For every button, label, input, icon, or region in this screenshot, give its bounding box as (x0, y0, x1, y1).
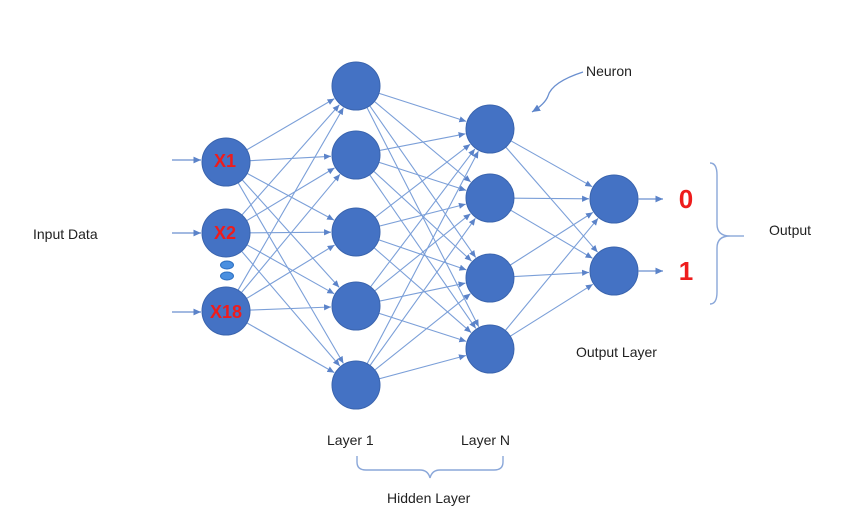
connection-edge (237, 182, 344, 364)
input-arrows (172, 156, 201, 316)
connection-edge (373, 170, 472, 262)
output-value-label: 0 (679, 184, 693, 214)
ellipsis-dot (220, 260, 234, 270)
ellipsis-dot (220, 271, 234, 281)
hidden-layer-n-neuron (465, 253, 515, 303)
connection-edge (249, 304, 332, 311)
connections (237, 92, 599, 380)
connection-edge (510, 209, 593, 259)
output-arrows (638, 195, 663, 275)
connection-edge (504, 217, 599, 331)
connection-edge (240, 173, 341, 293)
connection-edge (378, 239, 467, 271)
hidden-layer-1-neuron (331, 130, 381, 180)
layer-1-label: Layer 1 (327, 432, 374, 448)
connection-edge (378, 312, 467, 343)
input-neuron (201, 286, 251, 336)
connection-edge (369, 105, 477, 258)
input-neuron (201, 208, 251, 258)
connection-edge (369, 217, 476, 366)
connection-edge (509, 211, 594, 266)
connection-edge (505, 146, 599, 253)
connection-edge (249, 229, 332, 236)
input-node-label: X2 (214, 223, 236, 243)
connection-edge (374, 143, 471, 218)
input-data-label: Input Data (33, 226, 98, 242)
connection-edge (246, 244, 335, 299)
hidden-layer-bracket (356, 456, 504, 479)
connection-edge (379, 202, 466, 227)
output-layer-label: Output Layer (576, 344, 657, 360)
hidden-layer-n-neuron (465, 173, 515, 223)
layer-n-label: Layer N (461, 432, 510, 448)
input-node-label: X1 (214, 151, 236, 171)
connection-edge (513, 195, 590, 202)
connection-edge (373, 247, 472, 334)
connection-edge (370, 148, 476, 288)
hidden-layer-label: Hidden Layer (387, 490, 471, 506)
output-value-label: 1 (679, 256, 693, 286)
connection-edge (510, 140, 593, 188)
connection-edge (249, 153, 332, 162)
hidden-layer-n-neuron (465, 324, 515, 374)
input-node-label: X18 (210, 302, 242, 322)
neurons (201, 61, 639, 410)
input-neuron (201, 137, 251, 187)
connection-edge (374, 293, 471, 371)
neuron-label: Neuron (586, 63, 632, 79)
connection-edge (246, 172, 335, 221)
output-bracket (709, 162, 731, 305)
hidden-layer-1-neuron (331, 61, 381, 111)
connection-edge (510, 283, 594, 337)
connection-edge (246, 244, 335, 295)
hidden-layer-1-neuron (331, 207, 381, 257)
connection-edge (246, 322, 335, 374)
connection-edge (379, 132, 466, 151)
connection-edge (237, 107, 344, 291)
ellipsis-dots (220, 260, 234, 281)
output-neuron (589, 246, 639, 296)
connection-edge (379, 354, 467, 380)
hidden-layer-1-neuron (331, 281, 381, 331)
connection-edge (241, 104, 340, 216)
neuron-callout-arrow (531, 71, 584, 113)
connection-edge (246, 167, 335, 222)
hidden-layer-n-neuron (465, 104, 515, 154)
connection-edge (246, 98, 335, 151)
output-label: Output (769, 222, 811, 238)
hidden-layer-1-neuron (331, 360, 381, 410)
connection-edge (378, 161, 467, 192)
connection-edge (366, 150, 479, 364)
output-neuron (589, 174, 639, 224)
connection-edge (374, 213, 471, 292)
connection-edge (378, 92, 467, 123)
